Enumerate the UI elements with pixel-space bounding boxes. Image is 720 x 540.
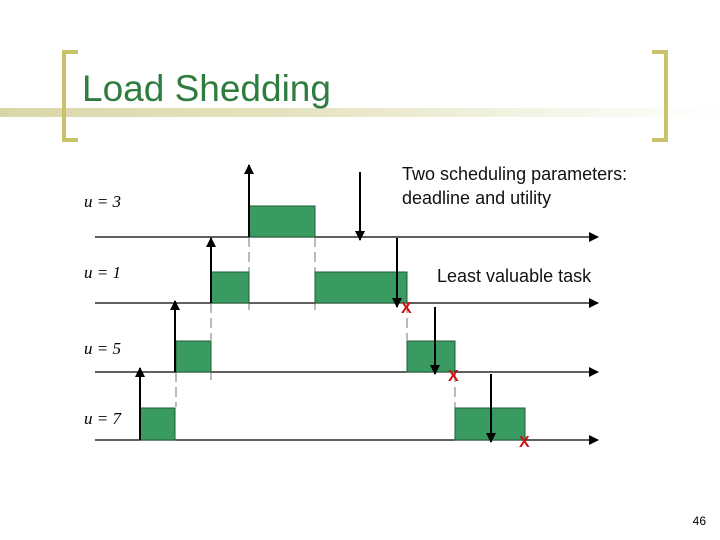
page-number: 46 [692, 514, 706, 528]
drop-marker-u1: X [401, 300, 412, 317]
title-underline-bar [0, 108, 720, 117]
slide-title: Load Shedding [82, 68, 331, 109]
task-utility-label-2: u = 1 [84, 263, 121, 282]
drop-marker-u7: X [519, 434, 530, 451]
task-block-u5-a [175, 340, 212, 373]
task-block-u1-b [314, 271, 408, 304]
task-block-u1-a [210, 271, 250, 304]
parameters-note-line-2: deadline and utility [402, 188, 552, 208]
task-utility-label-4: u = 7 [84, 409, 121, 428]
parameters-note-line-1: Two scheduling parameters: [402, 164, 628, 184]
task-block-u3 [248, 205, 316, 238]
drop-marker-u5: X [448, 368, 459, 385]
task-utility-label-3: u = 5 [84, 339, 121, 358]
least-valuable-task-note: Least valuable task [437, 266, 592, 286]
task-block-u7-a [139, 407, 176, 441]
right-bracket-icon [652, 50, 668, 142]
alignment-guides [175, 237, 456, 440]
task-utility-label-1: u = 3 [84, 192, 121, 211]
parameters-note: Two scheduling parameters: deadline and … [402, 162, 627, 210]
